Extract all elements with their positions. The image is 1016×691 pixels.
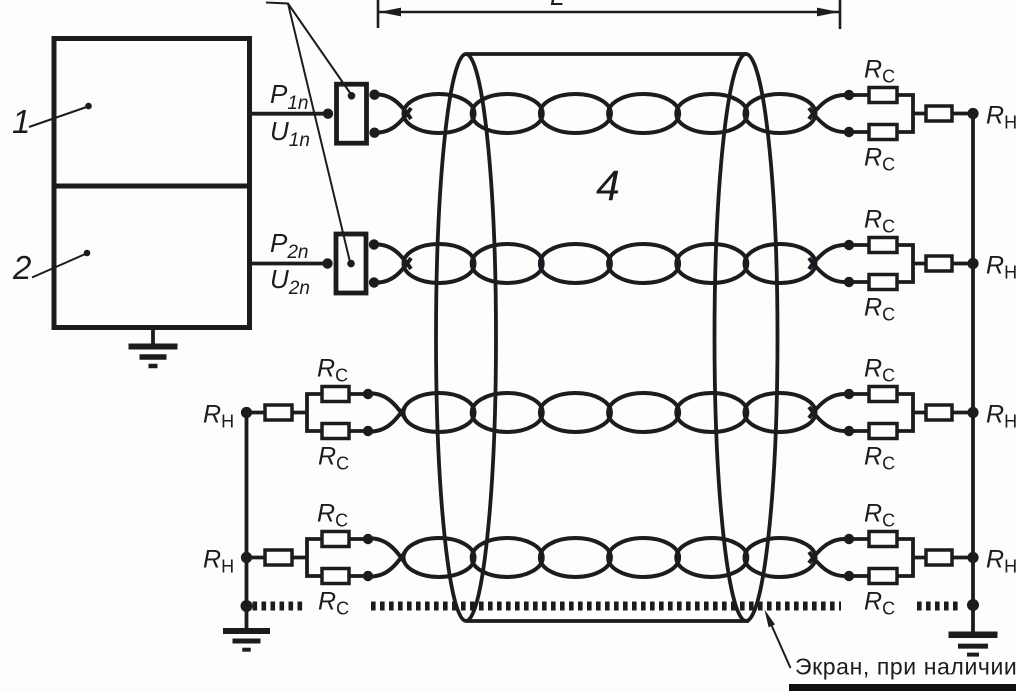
svg-text:RC: RC xyxy=(864,588,895,619)
svg-text:RН: RН xyxy=(986,401,1016,432)
svg-text:RC: RC xyxy=(317,500,348,531)
svg-text:2: 2 xyxy=(12,249,31,286)
svg-text:RC: RC xyxy=(317,355,348,386)
svg-text:L: L xyxy=(550,0,564,11)
svg-text:Экран, при наличии: Экран, при наличии xyxy=(795,654,1016,680)
svg-text:4: 4 xyxy=(596,162,620,210)
svg-text:1: 1 xyxy=(12,103,30,140)
